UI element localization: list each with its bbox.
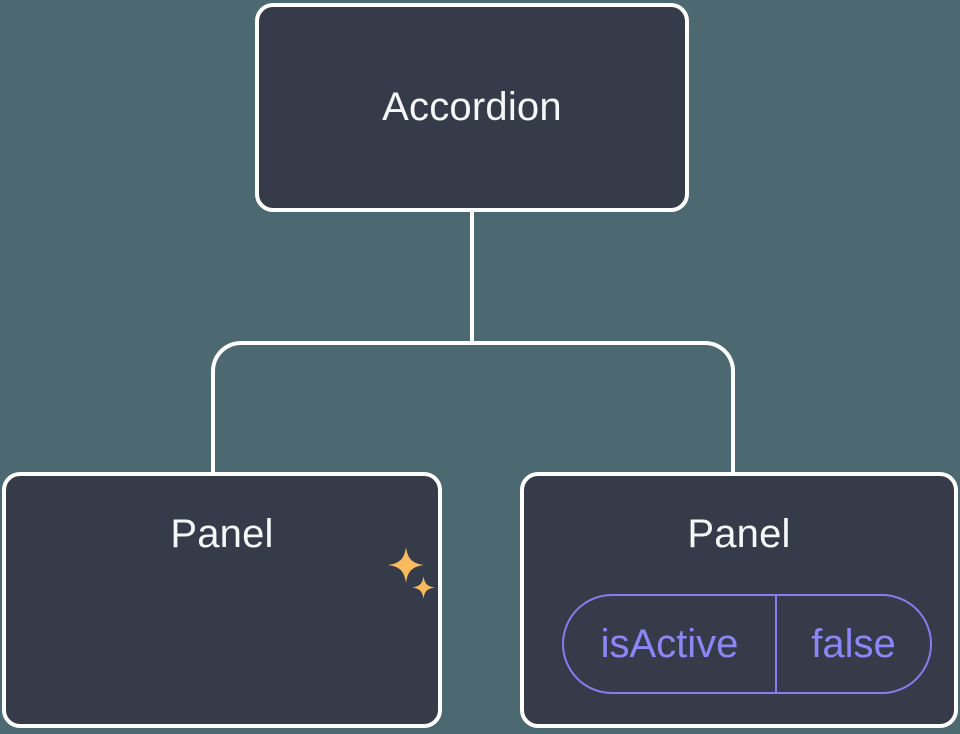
accordion-node: Accordion <box>255 3 689 212</box>
accordion-node-label: Accordion <box>382 85 562 129</box>
panel-node-active: Panel isActive true <box>2 472 442 728</box>
state-key-cell: isActive <box>564 596 775 692</box>
state-pill-plain: isActive false <box>562 594 932 694</box>
state-value-label: false <box>811 621 896 666</box>
state-key-label: isActive <box>600 621 739 666</box>
panel-node-inactive: Panel isActive false <box>520 472 958 728</box>
connector-branch <box>211 341 735 473</box>
state-value-cell: false <box>777 596 930 692</box>
sparkle-icon-small <box>412 576 435 599</box>
panel-node-label: Panel <box>170 512 274 556</box>
panel-node-label: Panel <box>687 512 791 556</box>
sparkle-icon-large <box>388 547 424 583</box>
connector-stem <box>470 211 474 343</box>
pill-divider <box>775 596 777 692</box>
